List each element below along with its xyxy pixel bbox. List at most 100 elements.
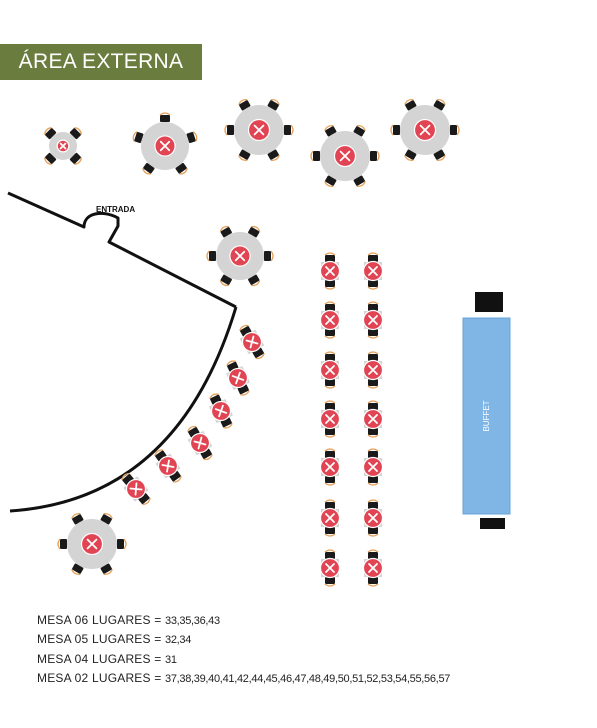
x-marker-icon bbox=[227, 367, 249, 389]
chair-icon bbox=[69, 152, 83, 166]
chair-icon bbox=[367, 577, 379, 587]
x-marker-icon bbox=[362, 507, 384, 529]
two-seat-table bbox=[362, 499, 384, 537]
chair-icon bbox=[370, 150, 380, 162]
two-seat-table bbox=[154, 449, 182, 483]
two-seat-table bbox=[319, 448, 341, 486]
chair-icon bbox=[324, 448, 336, 458]
chair-icon bbox=[404, 99, 417, 111]
chair-icon bbox=[187, 425, 200, 438]
chair-icon bbox=[267, 149, 280, 161]
chair-icon bbox=[404, 149, 417, 161]
legend-row-4: MESA 04 LUGARES = 31 bbox=[37, 652, 177, 666]
chair-icon bbox=[367, 549, 379, 559]
chair-icon bbox=[142, 162, 155, 175]
chair-icon bbox=[43, 126, 57, 140]
round-table bbox=[206, 225, 274, 287]
buffet-label: BUFFET bbox=[482, 400, 491, 431]
two-seat-table bbox=[362, 448, 384, 486]
chair-icon bbox=[324, 280, 336, 290]
chair-icon bbox=[159, 112, 171, 122]
legend-numbers: 33,35,36,43 bbox=[165, 615, 220, 627]
chair-icon bbox=[367, 476, 379, 486]
chair-icon bbox=[224, 124, 234, 136]
chair-icon bbox=[450, 124, 460, 136]
chair-icon bbox=[367, 301, 379, 311]
chair-icon bbox=[324, 527, 336, 537]
chair-icon bbox=[121, 472, 134, 485]
x-marker-icon bbox=[319, 359, 341, 381]
chair-icon bbox=[200, 448, 213, 461]
two-seat-table bbox=[362, 252, 384, 290]
two-seat-table bbox=[187, 425, 213, 461]
legend-numbers: 37,38,39,40,41,42,44,45,46,47,48,49,50,5… bbox=[165, 673, 451, 685]
chair-icon bbox=[100, 563, 113, 575]
chair-icon bbox=[324, 400, 336, 410]
two-seat-table bbox=[362, 351, 384, 389]
chair-icon bbox=[239, 324, 252, 337]
chair-icon bbox=[69, 126, 83, 140]
chair-icon bbox=[367, 351, 379, 361]
two-seat-table bbox=[362, 400, 384, 438]
chair-icon bbox=[71, 563, 84, 575]
x-marker-icon bbox=[362, 456, 384, 478]
two-seat-table bbox=[209, 393, 233, 429]
legend-label: MESA 02 LUGARES = bbox=[37, 671, 165, 685]
x-marker-icon bbox=[319, 557, 341, 579]
chair-icon bbox=[367, 280, 379, 290]
building-curved-wall bbox=[9, 306, 238, 513]
two-seat-table bbox=[319, 400, 341, 438]
x-marker-icon bbox=[80, 532, 104, 556]
x-marker-icon bbox=[210, 400, 232, 422]
chair-icon bbox=[353, 125, 366, 137]
x-marker-icon bbox=[319, 507, 341, 529]
x-marker-icon bbox=[125, 478, 147, 500]
chair-icon bbox=[248, 225, 261, 238]
x-marker-icon bbox=[362, 309, 384, 331]
x-marker-icon bbox=[362, 557, 384, 579]
chair-icon bbox=[138, 493, 151, 506]
chair-icon bbox=[154, 449, 167, 462]
legend-numbers: 31 bbox=[165, 654, 177, 666]
two-seat-table bbox=[319, 549, 341, 587]
chair-icon bbox=[324, 351, 336, 361]
chair-icon bbox=[324, 379, 336, 389]
chair-icon bbox=[100, 513, 113, 525]
legend-label: MESA 04 LUGARES = bbox=[37, 652, 165, 666]
round-table bbox=[390, 99, 460, 161]
chair-icon bbox=[324, 175, 337, 187]
two-seat-table bbox=[319, 499, 341, 537]
x-marker-icon bbox=[362, 359, 384, 381]
two-seat-table bbox=[121, 472, 151, 506]
legend-row-5: MESA 05 LUGARES = 32,34 bbox=[37, 632, 191, 646]
x-marker-icon bbox=[229, 245, 251, 267]
x-marker-icon bbox=[333, 144, 357, 168]
chair-icon bbox=[367, 252, 379, 262]
x-marker-icon bbox=[56, 139, 70, 153]
round-table bbox=[310, 125, 380, 187]
legend-row-2: MESA 02 LUGARES = 37,38,39,40,41,42,44,4… bbox=[37, 671, 450, 685]
chair-icon bbox=[267, 99, 280, 111]
two-seat-table bbox=[239, 324, 265, 360]
chair-icon bbox=[324, 301, 336, 311]
chair-icon bbox=[367, 448, 379, 458]
x-marker-icon bbox=[362, 408, 384, 430]
chair-icon bbox=[186, 131, 198, 144]
chair-icon bbox=[433, 99, 446, 111]
chair-icon bbox=[433, 149, 446, 161]
buffet-bottom-block bbox=[480, 518, 505, 529]
chair-icon bbox=[284, 124, 294, 136]
legend-numbers: 32,34 bbox=[165, 634, 192, 646]
chair-icon bbox=[238, 99, 251, 111]
chair-icon bbox=[367, 400, 379, 410]
legend-label: MESA 06 LUGARES = bbox=[37, 613, 165, 627]
chair-icon bbox=[264, 250, 274, 262]
chair-icon bbox=[367, 527, 379, 537]
chair-icon bbox=[324, 329, 336, 339]
chair-icon bbox=[390, 124, 400, 136]
x-marker-icon bbox=[154, 135, 176, 157]
two-seat-table bbox=[362, 549, 384, 587]
chair-icon bbox=[252, 347, 265, 360]
chair-icon bbox=[324, 476, 336, 486]
